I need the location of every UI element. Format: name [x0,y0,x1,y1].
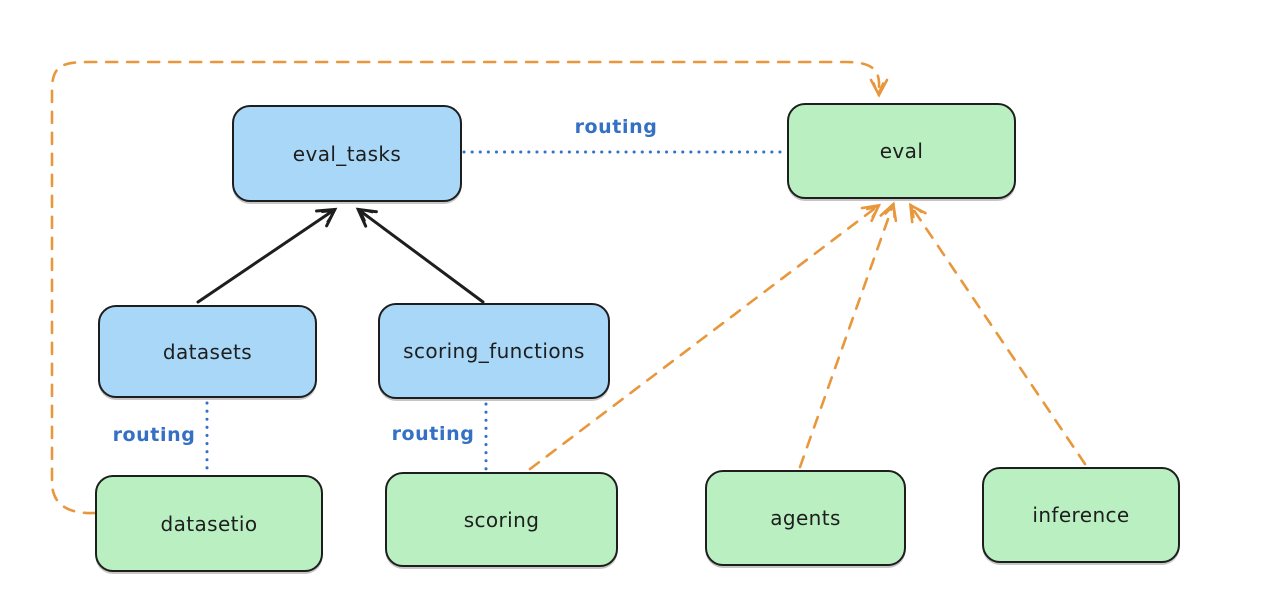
edge-scoring-functions-to-eval-tasks [355,207,485,304]
node-datasetio: datasetio [95,475,323,572]
node-scoring-functions: scoring_functions [378,303,610,399]
node-datasetio-label: datasetio [160,511,258,536]
node-datasets: datasets [98,305,317,398]
node-eval: eval [787,103,1016,199]
node-agents-label: agents [770,506,841,530]
edge-datasets-to-eval-tasks [196,207,338,304]
node-inference-label: inference [1032,503,1130,527]
node-agents: agents [705,470,906,566]
node-scoring: scoring [385,472,618,567]
node-scoring-label: scoring [463,507,540,532]
node-eval-tasks-label: eval_tasks [292,141,402,166]
node-inference: inference [982,467,1180,563]
edge-inference-to-eval [908,202,1087,466]
node-eval-tasks: eval_tasks [232,105,462,202]
edge-agents-to-eval [798,201,898,469]
node-eval-label: eval [879,139,924,163]
edge-label-routing-eval-tasks-eval: routing [574,116,658,138]
node-scoring-functions-label: scoring_functions [403,339,585,363]
node-datasets-label: datasets [162,339,253,364]
edge-label-routing-scoring-functions-scoring: routing [391,423,475,445]
edge-label-routing-datasets-datasetio: routing [112,424,196,446]
